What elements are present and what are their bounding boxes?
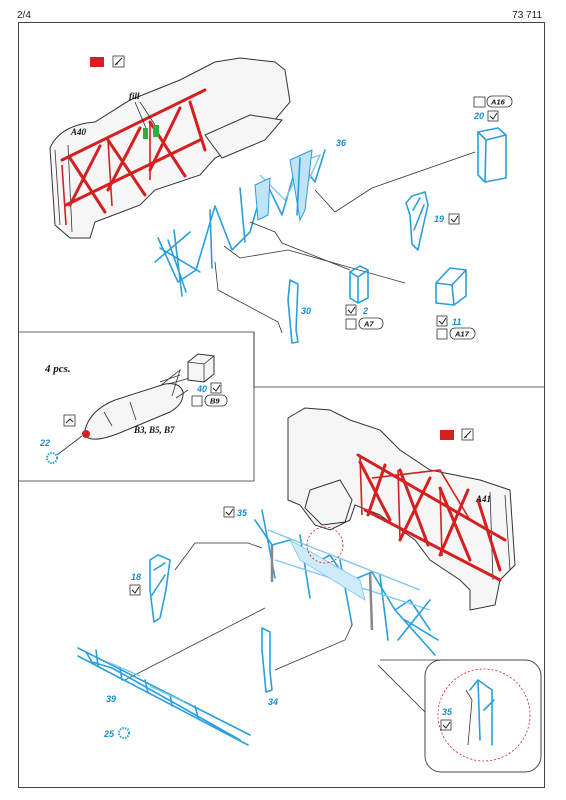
part-number-30: 30 [301, 306, 311, 316]
part-number-40: 40 [196, 384, 207, 394]
check-icon [440, 719, 452, 731]
check-icon [448, 213, 460, 225]
part-number-22: 22 [39, 438, 50, 448]
pe-part-18 [149, 554, 171, 623]
pe-part-36 [154, 149, 326, 297]
bomb-body [84, 383, 184, 440]
detail-callout [424, 659, 542, 773]
glue-icon [436, 328, 448, 340]
check-icon [210, 382, 222, 394]
pe-part-39 [77, 647, 251, 746]
pe-part-34 [261, 627, 273, 693]
part-number-36: 36 [336, 138, 347, 148]
green-fill-mark [143, 128, 148, 139]
kit-number: 73 711 [512, 10, 542, 21]
pe-part-22 [46, 452, 58, 464]
bomb-fins [159, 368, 191, 399]
page-number: 2/4 [17, 10, 31, 21]
bend-icon [63, 414, 76, 427]
code-a16: A16 [490, 98, 506, 107]
part-number-19: 19 [434, 214, 444, 224]
part-number-25: 25 [103, 729, 115, 739]
red-tube-frame [60, 88, 207, 226]
pe-part-40 [187, 353, 215, 383]
cockpit-sidewall [49, 57, 291, 239]
red-tube-frame [356, 453, 507, 582]
pe-part-30 [287, 279, 299, 344]
pe-part-35 [254, 509, 439, 656]
inset-border [18, 332, 255, 482]
code-a17: A17 [454, 330, 470, 339]
part-number-20: 20 [473, 111, 484, 121]
red-paint-swatch-icon [90, 57, 104, 67]
part-number-39: 39 [106, 694, 116, 704]
red-paint-swatch-icon [440, 430, 454, 440]
part-number-11: 11 [452, 317, 461, 327]
detail-circle [437, 668, 531, 762]
detail-origin-circle [306, 526, 344, 564]
green-fill-mark [153, 125, 159, 137]
section-divider [18, 331, 545, 388]
check-icon [129, 584, 141, 596]
pe-part-11 [435, 267, 467, 306]
top-assembly: fill A40 36 A16 20 [49, 55, 513, 344]
pe-part-25 [118, 727, 130, 739]
part-number-34: 34 [268, 697, 278, 707]
bomb-nose-red [82, 430, 90, 438]
check-icon [436, 315, 448, 327]
part-number-35: 35 [237, 508, 248, 518]
part-number-2: 2 [362, 306, 368, 316]
glue-icon [345, 318, 357, 330]
glue-icon [191, 395, 203, 407]
fill-note: fill [129, 91, 140, 101]
part-number-18: 18 [131, 572, 141, 582]
check-icon [345, 304, 357, 316]
page-frame [18, 22, 545, 788]
bottom-assembly: A41 35 18 [77, 407, 542, 773]
code-b9: B9 [210, 397, 220, 406]
pe-part-19 [405, 191, 429, 251]
code-a7: A7 [363, 320, 374, 329]
count-note: 4 pcs. [44, 363, 71, 375]
pe-part-20 [477, 127, 507, 183]
glue-icon [473, 96, 486, 108]
cockpit-floor [204, 114, 283, 159]
pe-part-35-detail [469, 679, 495, 746]
cockpit-floor [304, 479, 353, 526]
detail-part-number-35: 35 [442, 707, 453, 717]
bomb-label: B3, B5, B7 [133, 425, 175, 435]
part-label-a40: A40 [70, 127, 87, 137]
check-icon [487, 110, 499, 122]
pe-part-2 [349, 265, 369, 304]
bomb-inset: 4 pcs. 40 B9 B3, B5, B7 22 [39, 353, 228, 464]
part-label-a41: A41 [475, 494, 491, 504]
check-icon [223, 506, 235, 518]
